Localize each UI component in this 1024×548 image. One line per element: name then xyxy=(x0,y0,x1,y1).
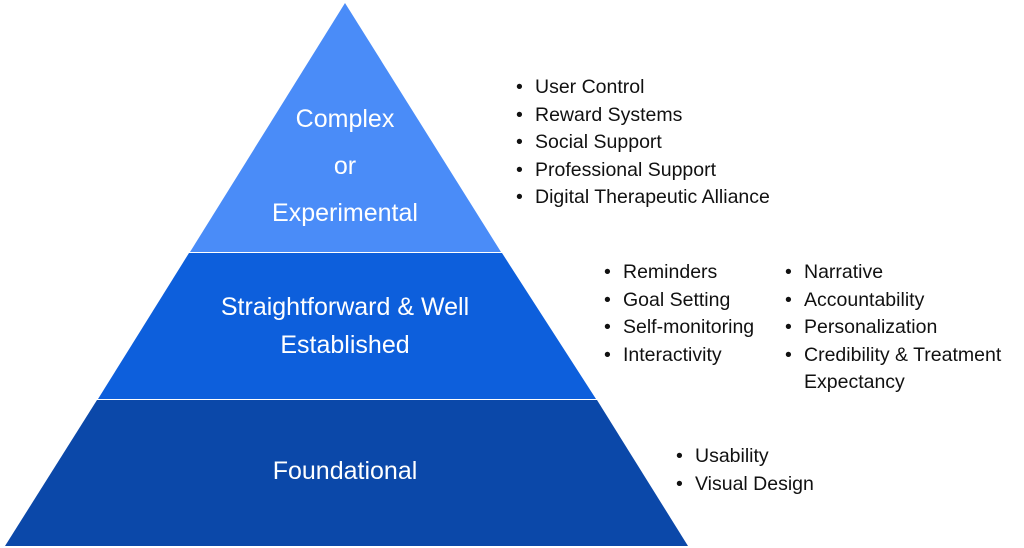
bullet-item: Reminders xyxy=(604,259,754,287)
tier-label-straightforward-well-established: Straightforward & Well Established xyxy=(175,288,515,364)
pyramid-tier-bottom xyxy=(5,400,688,546)
tier-label-line: or xyxy=(333,152,357,180)
bullet-item: Goal Setting xyxy=(604,287,754,315)
bullet-item: Usability xyxy=(676,443,814,471)
tier-label-complex-or-experimental: Complex or Experimental xyxy=(230,96,460,237)
tier-label-foundational: Foundational xyxy=(195,448,495,495)
tier-label-line: Foundational xyxy=(272,457,418,485)
bullet-item: Digital Therapeutic Alliance xyxy=(516,184,770,212)
bullet-item: Narrative xyxy=(785,259,1019,287)
tier-label-line: Experimental xyxy=(272,199,418,227)
tier-label-line: Complex xyxy=(295,105,395,133)
tier-label-line: Straightforward & Well xyxy=(220,293,470,321)
bullet-item: Interactivity xyxy=(604,342,754,370)
tier-label-line: Established xyxy=(280,331,410,359)
pyramid-tier-top xyxy=(190,3,501,252)
bullet-item: Visual Design xyxy=(676,471,814,499)
bullet-item: Self-monitoring xyxy=(604,314,754,342)
middle-tier-bullet-list-right: Narrative Accountability Personalization… xyxy=(785,259,1019,397)
top-tier-bullet-list: User Control Reward Systems Social Suppo… xyxy=(516,74,770,212)
bullet-item: Social Support xyxy=(516,129,770,157)
bullet-item: User Control xyxy=(516,74,770,102)
bullet-item: Reward Systems xyxy=(516,102,770,130)
pyramid-tier-middle xyxy=(98,253,596,399)
bottom-tier-bullet-list: Usability Visual Design xyxy=(676,443,814,498)
bullet-item: Professional Support xyxy=(516,157,770,185)
bullet-item: Accountability xyxy=(785,287,1019,315)
bullet-item: Credibility & Treatment Expectancy xyxy=(785,342,1019,397)
bullet-item: Personalization xyxy=(785,314,1019,342)
middle-tier-bullet-list-left: Reminders Goal Setting Self-monitoring I… xyxy=(604,259,754,369)
